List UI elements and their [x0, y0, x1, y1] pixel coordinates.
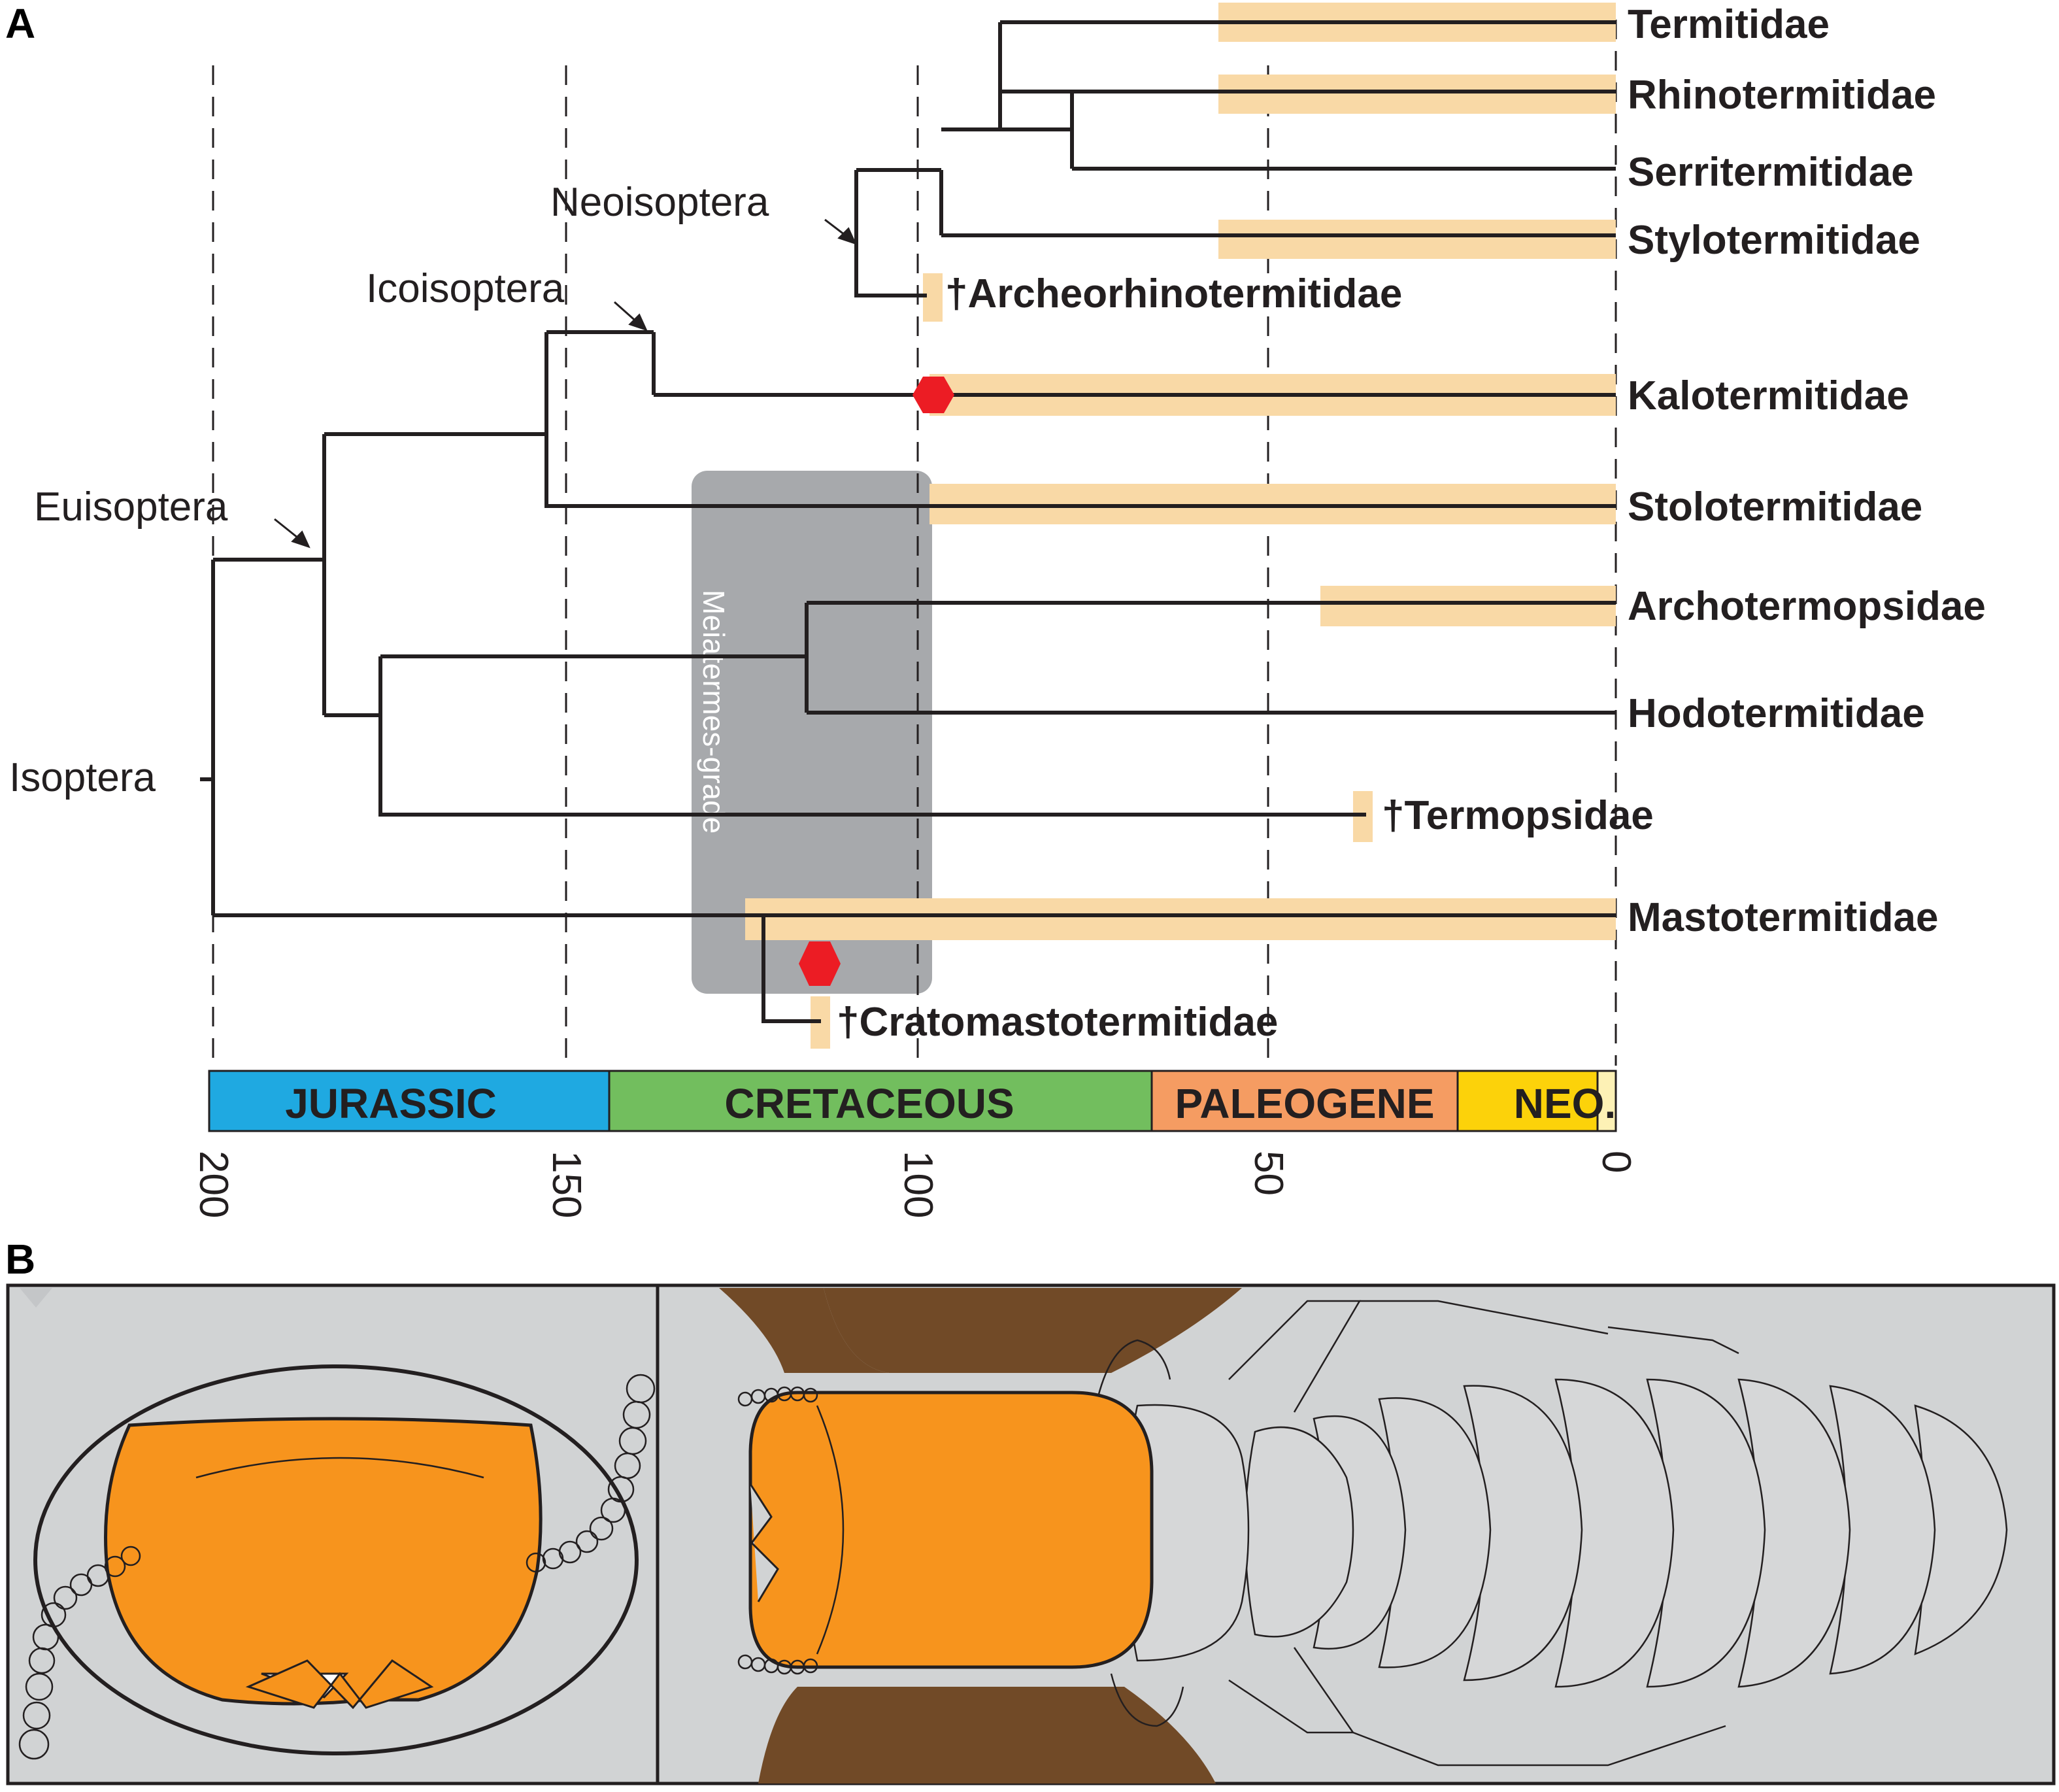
fossil-marker-kalotermitidae	[912, 377, 954, 413]
period-cretaceous	[608, 1070, 1153, 1132]
period-label: NEO.	[1514, 1080, 1616, 1127]
clade-arrows	[274, 218, 857, 549]
phylogenetic-tree	[200, 20, 1616, 1023]
range-archotermopsidae	[1320, 586, 1616, 626]
period-paleogene	[1150, 1070, 1459, 1132]
taxon-label: Hodotermitidae	[1628, 691, 1925, 736]
taxon-label: Archotermopsidae	[1628, 584, 1986, 629]
taxon-label: †Termopsidae	[1382, 793, 1654, 838]
clade-label-neoisoptera: Neoisoptera	[550, 180, 769, 225]
range-rhinotermitidae	[1218, 75, 1616, 114]
axis-tick-label: 200	[191, 1151, 236, 1218]
panel-a-letter: A	[5, 0, 35, 47]
taxon-label: Stylotermitidae	[1628, 218, 1920, 263]
illustration-head-frontal-view	[6, 1283, 660, 1785]
taxon-label: Kalotermitidae	[1628, 373, 1909, 418]
range-mastotermitidae	[745, 898, 1616, 940]
taxon-label: Termitidae	[1628, 2, 1830, 47]
clade-label-euisoptera: Euisoptera	[34, 484, 228, 530]
period-label: PALEOGENE	[1175, 1080, 1434, 1127]
fossil-marker-mastotermitidae	[799, 941, 841, 986]
axis-tick-label: 0	[1594, 1151, 1639, 1173]
axis-tick-label: 50	[1246, 1151, 1291, 1196]
period-label: JURASSIC	[285, 1080, 497, 1127]
axis-tick-label: 100	[896, 1151, 941, 1218]
range-stylotermitidae	[1218, 220, 1616, 259]
period-jurassic	[208, 1070, 611, 1132]
meiatermes-grade-label: Meiatermes-grade	[697, 590, 731, 834]
taxon-label: †Archeorhinotermitidae	[945, 271, 1402, 316]
period-quaternary	[1596, 1070, 1617, 1132]
taxon-label: Stolotermitidae	[1628, 484, 1922, 530]
taxon-label: †Cratomastotermitidae	[837, 1000, 1278, 1045]
period-label: CRETACEOUS	[724, 1080, 1014, 1127]
axis-tick-label: 150	[544, 1151, 589, 1218]
taxon-label: Serritermitidae	[1628, 150, 1914, 195]
taxon-label: Mastotermitidae	[1628, 895, 1938, 940]
panel-b-letter: B	[5, 1236, 35, 1283]
geologic-timescale: JURASSIC CRETACEOUS PALEOGENE NEO.	[208, 1070, 1617, 1132]
time-axis: 200 150 100 50 0	[191, 1151, 1639, 1218]
period-neogene	[1456, 1070, 1599, 1132]
illustration-termite-dorsal-view	[656, 1283, 2056, 1785]
clade-label-isoptera: Isoptera	[9, 755, 156, 800]
clade-label-icoisoptera: Icoisoptera	[366, 266, 565, 311]
taxon-labels: Termitidae Rhinotermitidae Serritermitid…	[837, 2, 1986, 1045]
taxon-label: Rhinotermitidae	[1628, 73, 1936, 118]
